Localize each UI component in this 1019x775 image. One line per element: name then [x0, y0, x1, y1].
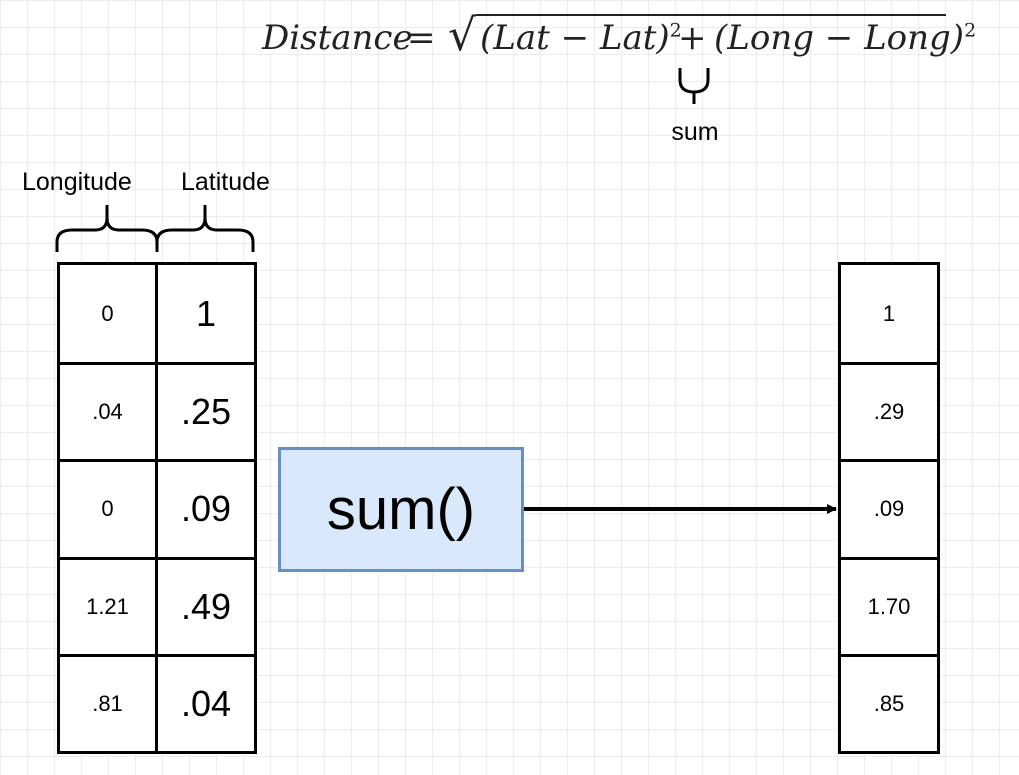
- sum-brace: [678, 68, 710, 104]
- formula-equals: =: [407, 18, 436, 58]
- output-cell: .09: [841, 459, 937, 556]
- latitude-label: Latitude: [181, 168, 270, 196]
- output-cell: .85: [841, 653, 937, 751]
- output-cell: .29: [841, 362, 937, 459]
- longitude-label: Longitude: [22, 168, 132, 196]
- longitude-cell: .81: [60, 653, 158, 751]
- longitude-brace: [55, 205, 159, 252]
- latitude-cell: .25: [158, 362, 254, 459]
- formula-lat-term: (Lat − Lat)2: [480, 18, 682, 58]
- sum-annotation: sum: [671, 118, 719, 146]
- output-cell: 1: [882, 300, 896, 326]
- longitude-cell: 0: [60, 265, 158, 363]
- latitude-cell: .49: [158, 556, 254, 654]
- input-table: 0 1 .04 .25 0 .09 1.21 .49 .81 .04: [57, 262, 257, 754]
- formula-lat-exponent: 2: [669, 19, 682, 42]
- output-cell: 1.70: [841, 556, 937, 654]
- longitude-cell: 0: [60, 459, 158, 557]
- latitude-cell: .04: [158, 653, 254, 751]
- formula-sqrt-sign: √: [448, 10, 477, 61]
- formula-long-exponent: 2: [964, 19, 977, 42]
- distance-formula: Distance = √ (Lat − Lat)2 + (Long − Long…: [262, 10, 976, 70]
- sum-function-box: sum(): [278, 447, 524, 572]
- longitude-cell: .04: [60, 362, 158, 460]
- formula-long-term: (Long − Long)2: [714, 18, 977, 58]
- latitude-cell: 1: [195, 292, 217, 334]
- formula-lhs: Distance: [262, 18, 413, 58]
- output-table: 1 .29 .09 1.70 .85: [838, 262, 940, 754]
- latitude-cell: .09: [158, 459, 254, 556]
- formula-plus: +: [678, 18, 707, 58]
- longitude-cell: 1.21: [60, 556, 158, 654]
- latitude-brace: [155, 205, 255, 252]
